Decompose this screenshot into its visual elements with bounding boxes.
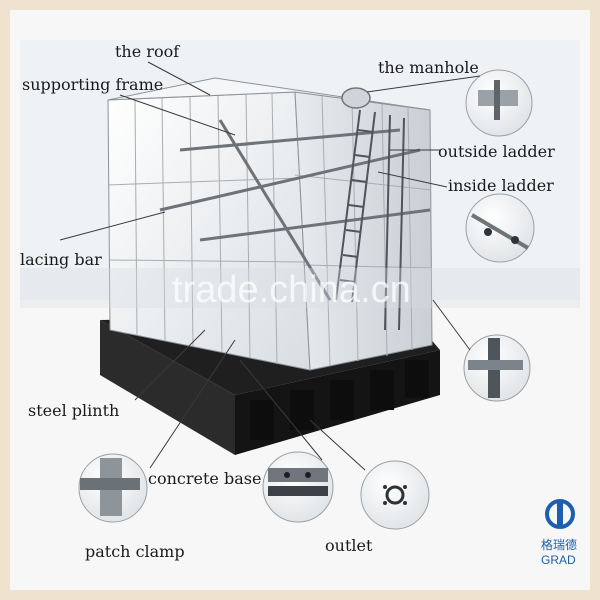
detail-circle-outlet xyxy=(361,461,429,529)
detail-circle-bracket xyxy=(464,335,530,401)
tank-body xyxy=(108,78,432,370)
label-supporting-frame: supporting frame xyxy=(22,75,163,94)
label-the-roof: the roof xyxy=(115,42,180,61)
label-outside-ladder: outside ladder xyxy=(438,142,555,161)
grad-logo-english: GRAD xyxy=(541,553,576,567)
label-outlet: outlet xyxy=(325,536,373,555)
label-inside-ladder: inside ladder xyxy=(448,176,554,195)
label-patch-clamp: patch clamp xyxy=(85,542,185,561)
label-steel-plinth: steel plinth xyxy=(28,401,119,420)
detail-circle-manhole xyxy=(466,70,532,136)
label-lacing-bar: lacing bar xyxy=(20,250,102,269)
detail-circle-outside-ladder xyxy=(466,194,534,262)
grad-logo-chinese: 格瑞德 xyxy=(541,537,577,552)
label-the-manhole: the manhole xyxy=(378,58,479,77)
manhole-cover xyxy=(342,88,370,108)
detail-circle-patch-clamp xyxy=(79,454,147,522)
watermark-text: trade.china.cn xyxy=(172,269,411,311)
detail-circle-steel-plinth xyxy=(263,452,333,522)
label-concrete-base: concrete base xyxy=(148,469,261,488)
